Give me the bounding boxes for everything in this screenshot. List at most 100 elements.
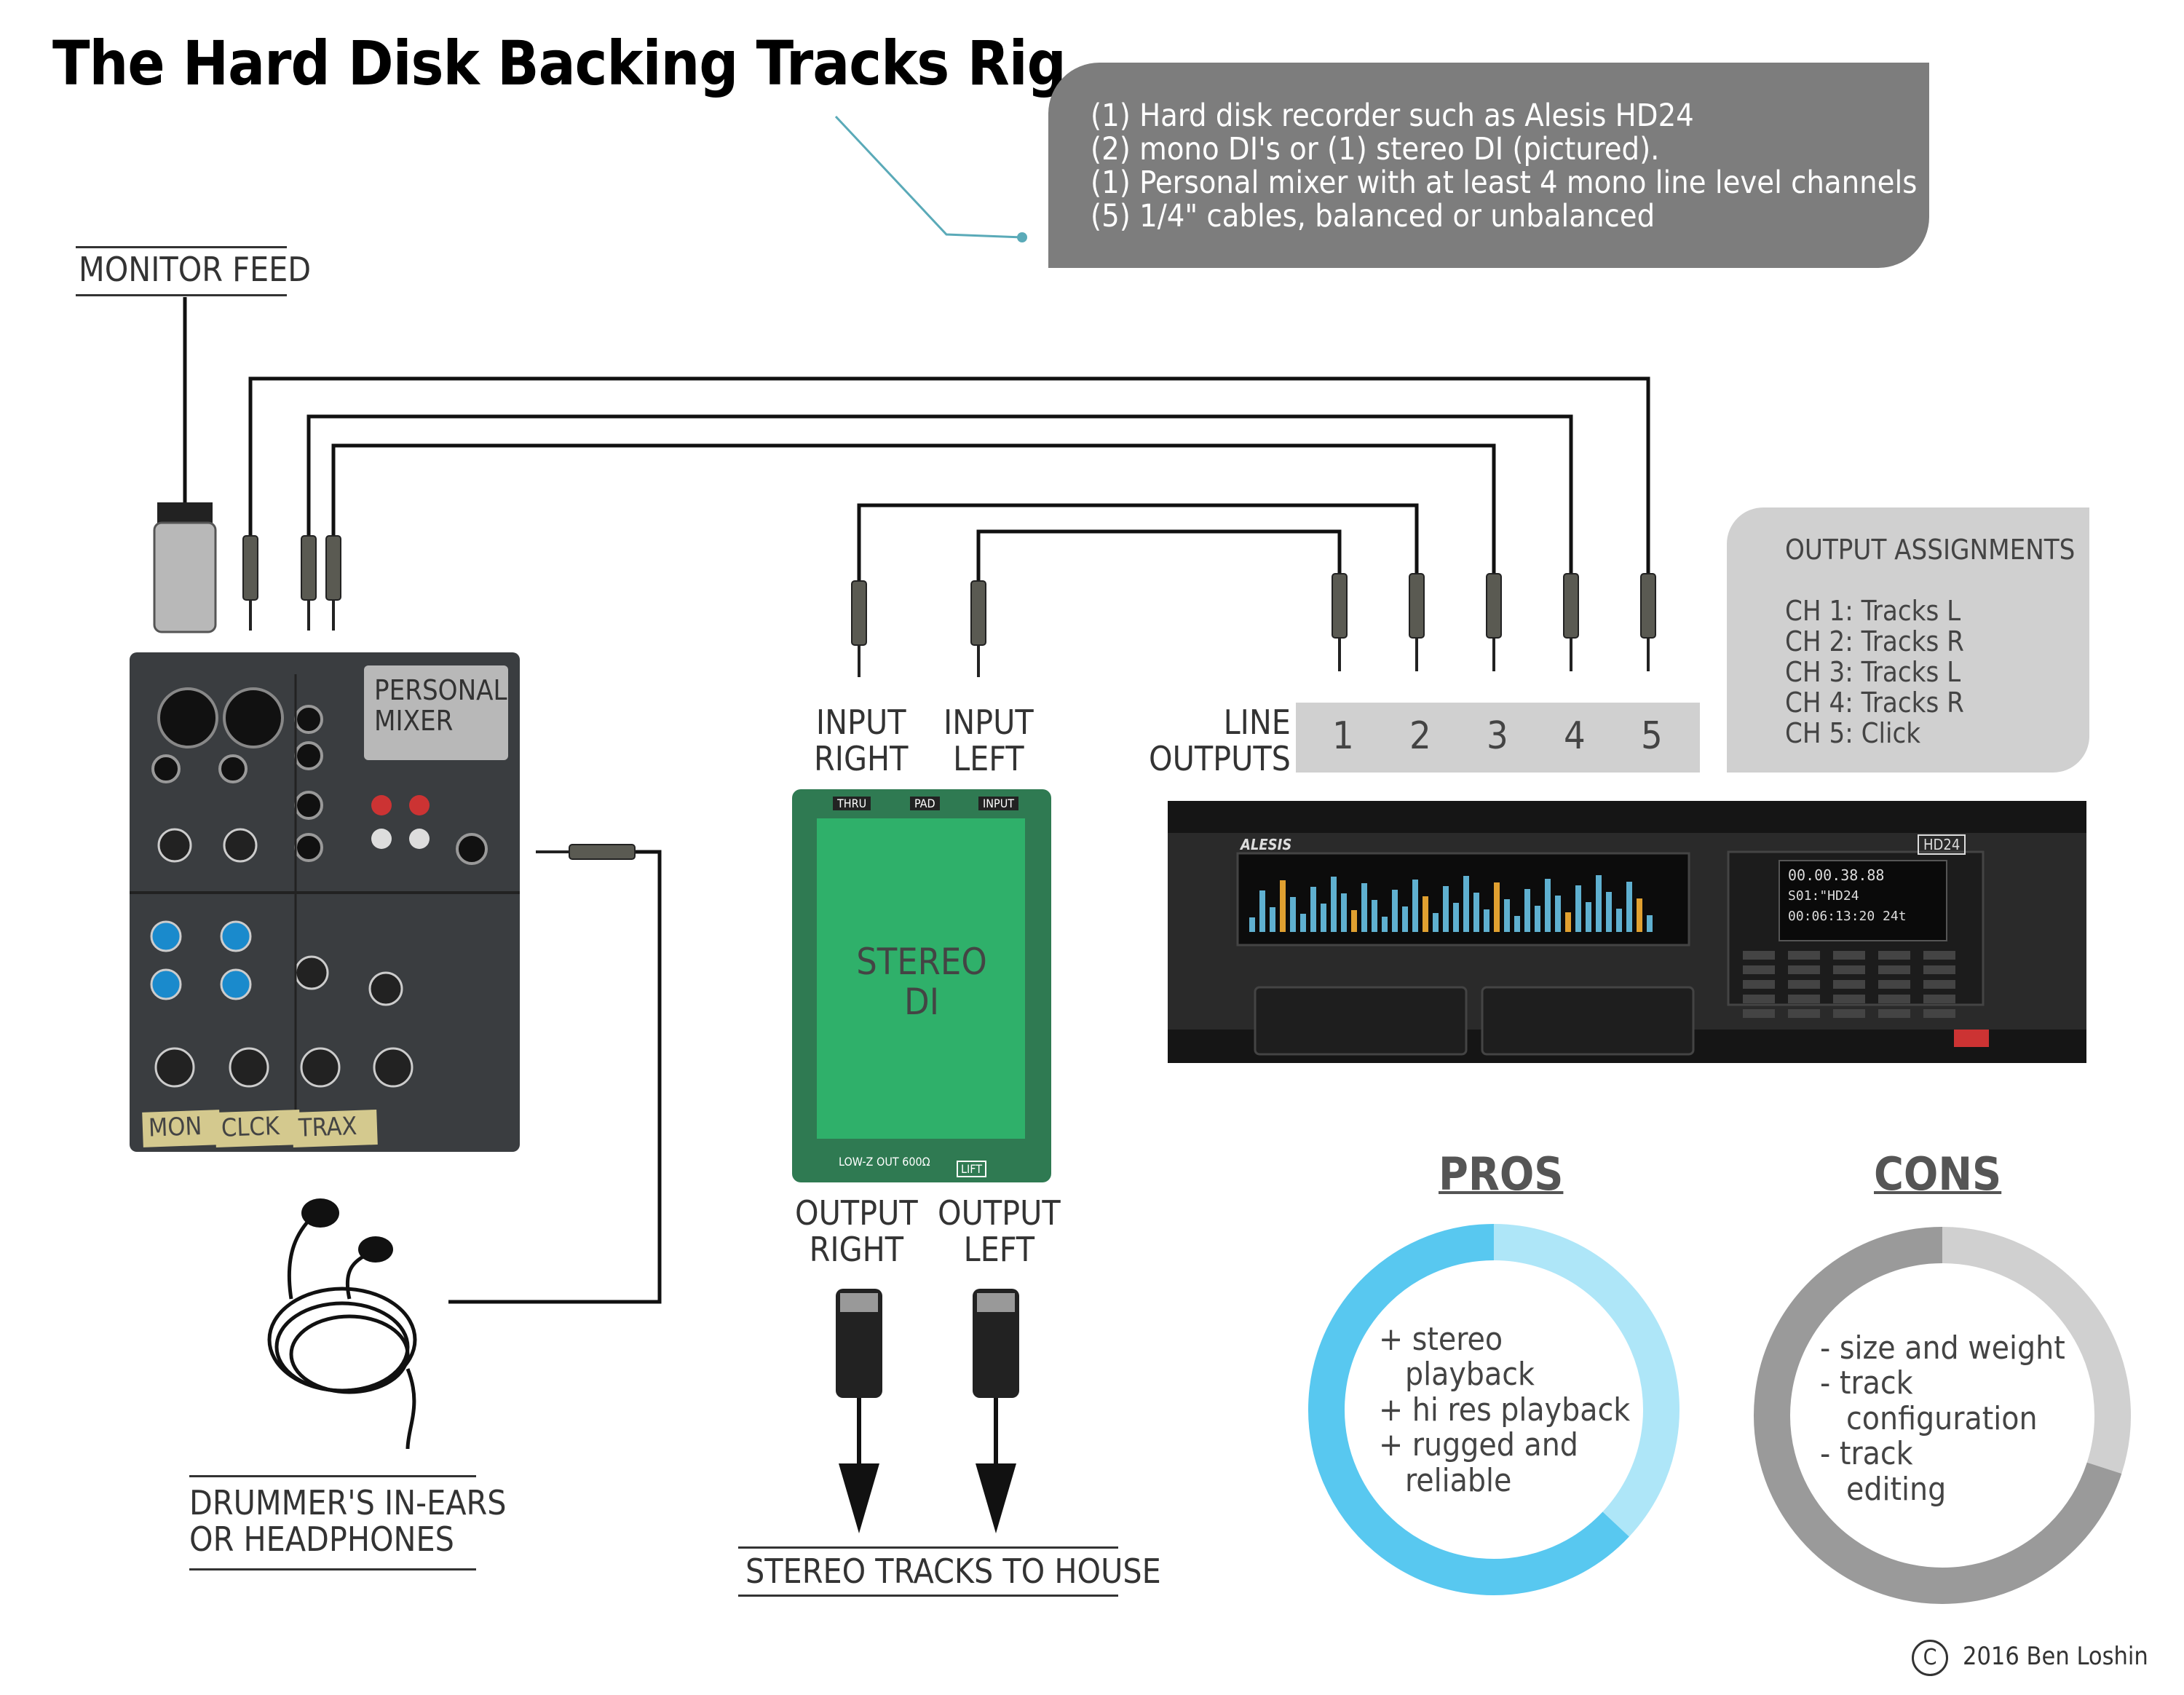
level-meter-bar — [1647, 915, 1653, 932]
level-meter-bar — [1596, 875, 1602, 932]
level-meter-bar — [1361, 883, 1367, 932]
level-meter-bar — [1402, 906, 1408, 932]
level-meter-bar — [1290, 897, 1296, 932]
recorder-button — [1878, 951, 1910, 960]
recorder-button — [1743, 965, 1775, 974]
recorder-button — [1923, 1009, 1955, 1018]
output-assignments-heading: OUTPUT ASSIGNMENTS — [1785, 534, 2076, 566]
ring-segment-dark — [1754, 1227, 2122, 1604]
recorder-button — [1833, 995, 1865, 1003]
level-meter-bar — [1412, 880, 1418, 932]
hd24-front-panel — [1168, 833, 2086, 1056]
channel-assignment: CH 1: Tracks L — [1785, 595, 1961, 627]
level-meter-bar — [1586, 902, 1591, 932]
phones-cable — [448, 850, 662, 1304]
level-meter-bar — [1423, 896, 1428, 932]
ring-segment-light — [1493, 1224, 1679, 1537]
recorder-button — [1743, 951, 1775, 960]
xlr-boot — [157, 502, 213, 524]
recorder-button — [1788, 951, 1820, 960]
level-meter-bar — [1514, 916, 1520, 932]
output-assignments-box: OUTPUT ASSIGNMENTS CH 1: Tracks L CH 2: … — [1727, 507, 2089, 773]
channel-assignment: CH 4: Tracks R — [1785, 687, 1964, 719]
output-left-label: OUTPUT LEFT — [938, 1193, 1061, 1269]
level-meter-bar — [1524, 889, 1530, 932]
plug — [242, 535, 258, 601]
level-meter-bar — [1280, 880, 1286, 932]
level-meter-bar — [1545, 879, 1551, 932]
recorder-button — [1878, 1009, 1910, 1018]
requirement-item: (1) Hard disk recorder such as Alesis HD… — [1091, 98, 1694, 134]
recorder-button — [1833, 980, 1865, 989]
level-meter-bar — [1453, 903, 1459, 932]
level-meter-bar — [1504, 899, 1510, 932]
copyright-text: 2016 Ben Loshin — [1963, 1642, 2148, 1671]
cons-heading: CONS — [1874, 1147, 2002, 1201]
cable-ch5 — [248, 376, 1650, 575]
level-meter-bar — [1616, 909, 1622, 932]
drummer-underline — [189, 1568, 476, 1570]
plug — [1409, 573, 1425, 639]
requirement-item: (5) 1/4" cables, balanced or unbalanced — [1091, 198, 1655, 234]
page-title: The Hard Disk Backing Tracks Rig — [52, 28, 1067, 99]
input-left-label: INPUT LEFT — [943, 703, 1034, 778]
hd24-display-song: S01:"HD24 — [1788, 888, 1859, 904]
copyright: C 2016 Ben Loshin — [1912, 1640, 2148, 1676]
earbud — [301, 1198, 339, 1228]
hd24-recorder: ALESIS HD24 00.00.38.88 S01:"HD24 00:06:… — [1168, 801, 2086, 1063]
level-meter-bar — [1259, 890, 1265, 932]
level-meter-bar — [1321, 904, 1326, 932]
pros-item-cont: playback — [1405, 1356, 1535, 1394]
recorder-button — [1923, 951, 1955, 960]
plug — [301, 535, 317, 601]
recorder-button — [1833, 1009, 1865, 1018]
level-meter-bar — [1555, 896, 1561, 932]
pros-ring — [1308, 1224, 1679, 1595]
stereo-tracks-label: STEREO TRACKS TO HOUSE — [745, 1552, 1161, 1591]
xlr-female-connector — [836, 1289, 882, 1533]
level-meter-bar — [1270, 907, 1275, 932]
copyright-icon: C — [1912, 1640, 1948, 1676]
level-meter-bar — [1535, 906, 1540, 932]
cable-ch4 — [306, 414, 1573, 575]
hd24-brand: ALESIS — [1241, 836, 1292, 853]
cons-item: - track — [1820, 1364, 1913, 1402]
cons-item: - size and weight — [1820, 1329, 2065, 1367]
level-meter-bar — [1565, 912, 1571, 932]
mixer-controls — [130, 674, 520, 1133]
monitor-feed-underline — [76, 294, 287, 296]
plug — [1563, 573, 1579, 639]
output-number: 2 — [1409, 714, 1431, 758]
ring-segment-light — [1942, 1227, 2131, 1474]
recorder-button — [1743, 995, 1775, 1003]
xlr-male-connector — [153, 521, 217, 633]
level-meter-bar — [1443, 886, 1449, 932]
level-meter-bar — [1351, 910, 1357, 932]
pros-list: + stereo playback + hi res playback + ru… — [1379, 1321, 1631, 1498]
level-meter-bar — [1463, 876, 1469, 932]
hd24-display-counter: 00.00.38.88 — [1788, 866, 1885, 884]
di-thru-jack: THRU — [833, 797, 871, 810]
requirement-item: (2) mono DI's or (1) stereo DI (pictured… — [1091, 131, 1660, 167]
recorder-button — [1878, 995, 1910, 1003]
cons-ring — [1754, 1227, 2131, 1604]
output-number: 3 — [1487, 714, 1508, 758]
stereo-di-box: STEREO DI THRU PAD INPUT LOW-Z OUT 600Ω … — [792, 789, 1051, 1182]
hd24-model: HD24 — [1918, 834, 1966, 855]
cable-ch3 — [331, 443, 1496, 575]
channel-assignment: CH 2: Tracks R — [1785, 625, 1964, 657]
recorder-button — [1833, 965, 1865, 974]
pointer-dot — [1017, 232, 1027, 242]
plug — [569, 844, 636, 860]
requirements-box: (1) Hard disk recorder such as Alesis HD… — [1048, 63, 1929, 268]
plug — [1332, 573, 1348, 639]
level-meter-bar — [1473, 893, 1479, 932]
personal-mixer: PERSONAL MIXER MON CLCK TRAX — [130, 652, 520, 1152]
recorder-button — [1878, 965, 1910, 974]
plug — [1640, 573, 1656, 639]
monitor-feed-overline — [76, 246, 287, 248]
channel-assignment: CH 3: Tracks L — [1785, 656, 1961, 688]
pros-item: + hi res playback — [1379, 1391, 1631, 1429]
hd24-display-time: 00:06:13:20 24t — [1788, 909, 1907, 924]
